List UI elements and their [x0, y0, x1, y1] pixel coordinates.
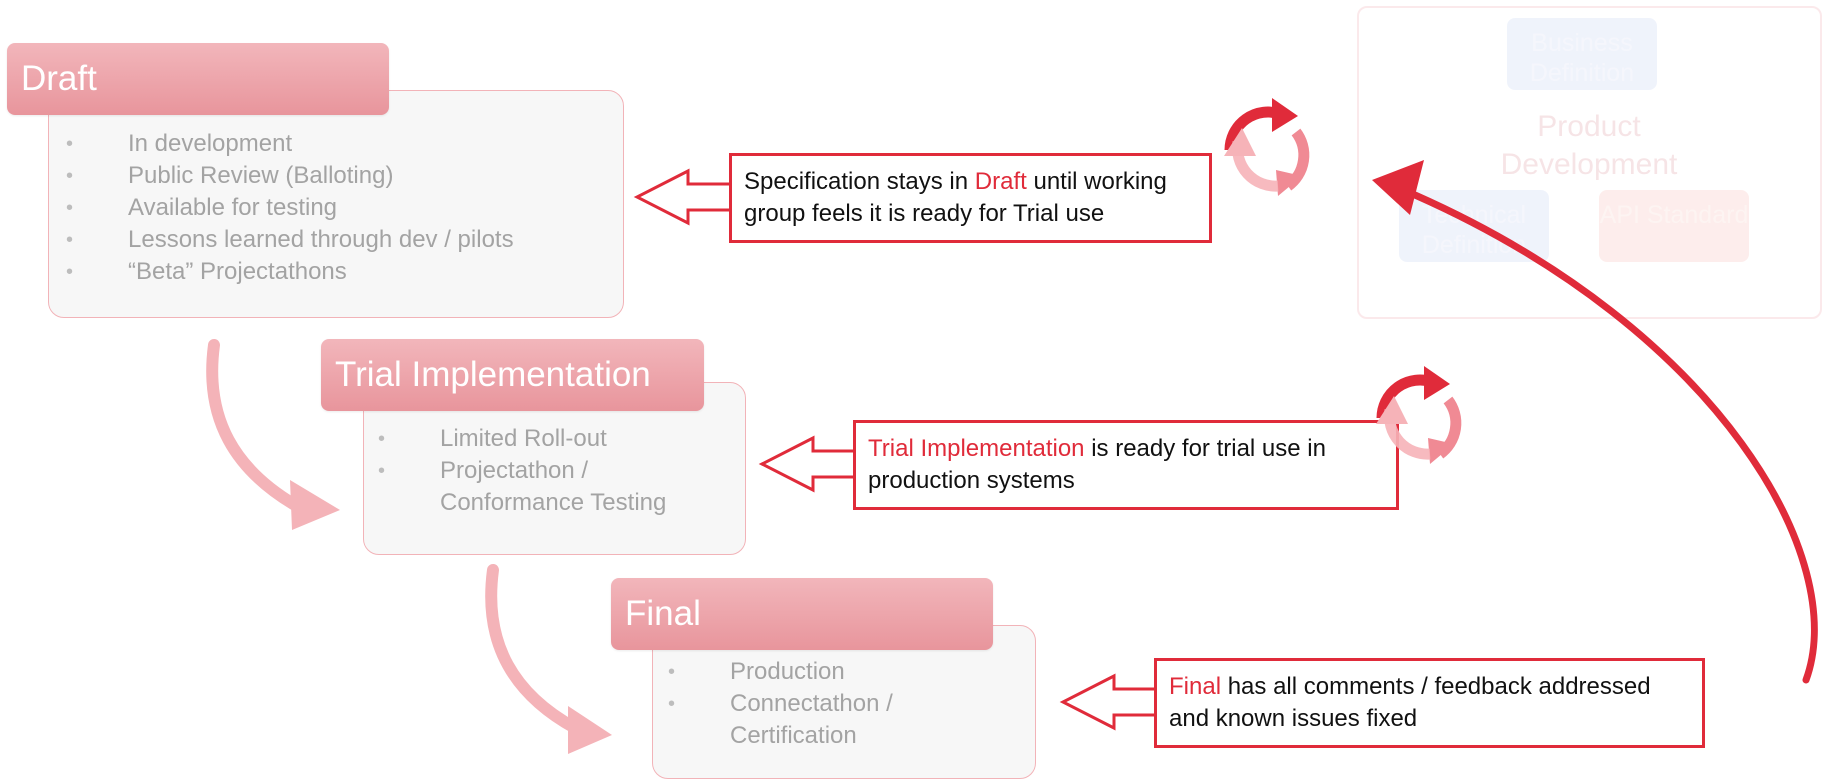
- final-to-draft-return-arrow: [1411, 191, 1818, 684]
- trial-callout: Trial Implementation is ready for trial …: [853, 420, 1399, 510]
- list-item: Public Review (Balloting): [66, 160, 606, 192]
- trial-callout-post: is ready for trial use in production sys…: [868, 435, 1326, 494]
- final-bullet-list: Production Connectathon / Certification: [668, 656, 998, 752]
- final-callout: Final has all comments / feedback addres…: [1154, 658, 1705, 748]
- trial-to-final-arrowhead: [568, 706, 612, 754]
- final-pointer-arrow: [1059, 673, 1154, 731]
- ghost-api-standard-label: API Standard: [1599, 201, 1749, 229]
- ghost-business-definition: Business Definition: [1507, 18, 1657, 90]
- ghost-api-standard: API Standard: [1599, 190, 1749, 262]
- list-item: Limited Roll-out: [378, 423, 738, 455]
- trial-to-final-arrow: [485, 564, 581, 734]
- trial-callout-highlight: Trial Implementation: [868, 435, 1085, 462]
- ghost-business-definition-label: Business Definition: [1529, 29, 1635, 87]
- draft-bullet-list: In development Public Review (Balloting)…: [66, 128, 606, 288]
- draft-callout-post: until working group feels it is ready fo…: [744, 168, 1167, 227]
- draft-callout-highlight: Draft: [974, 168, 1027, 195]
- ghost-center-label: Product Development: [1500, 110, 1678, 181]
- draft-callout-pre: Specification stays in: [744, 168, 975, 195]
- list-item: “Beta” Projectathons: [66, 256, 606, 288]
- trial-bullet-list: Limited Roll-out Projectathon / Conforma…: [378, 423, 738, 519]
- cycle-icon: [1376, 366, 1462, 464]
- background-cycle-diagram: Business Definition Product Development …: [1357, 6, 1822, 319]
- draft-to-trial-arrowhead: [290, 480, 340, 530]
- final-callout-highlight: Final: [1169, 673, 1222, 700]
- draft-stage-title: Draft: [7, 43, 389, 115]
- draft-to-trial-arrow: [206, 339, 301, 511]
- trial-stage-title: Trial Implementation: [321, 339, 704, 411]
- trial-pointer-arrow: [758, 435, 853, 493]
- list-item: Available for testing: [66, 192, 606, 224]
- cycle-icon: [1224, 98, 1310, 196]
- final-to-draft-return-arrowhead: [1372, 160, 1424, 215]
- list-item: Projectathon / Conformance Testing: [378, 455, 738, 519]
- draft-pointer-arrow: [633, 168, 729, 226]
- final-stage-title: Final: [611, 578, 993, 650]
- list-item: In development: [66, 128, 606, 160]
- final-callout-post: has all comments / feedback addressed an…: [1169, 673, 1651, 732]
- list-item: Connectathon / Certification: [668, 688, 998, 752]
- list-item: Production: [668, 656, 998, 688]
- draft-callout: Specification stays in Draft until worki…: [729, 153, 1212, 243]
- list-item: Lessons learned through dev / pilots: [66, 224, 606, 256]
